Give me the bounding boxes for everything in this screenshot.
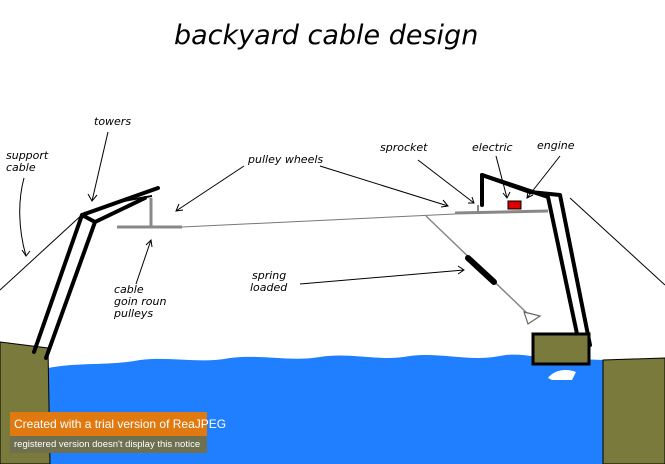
cable-label-line3: pulleys xyxy=(113,307,153,320)
main-cable xyxy=(181,213,456,228)
pulley-wheels-label: pulley wheels xyxy=(247,153,323,166)
left-pulley-wheels xyxy=(117,198,182,229)
splash xyxy=(548,370,576,380)
support-cable-label-line1: support xyxy=(6,149,49,162)
trial-watermark: Created with a trial version of ReaJPEG … xyxy=(10,412,226,453)
right-pulley-wheels xyxy=(454,205,549,215)
watermark-line1: Created with a trial version of ReaJPEG xyxy=(10,412,226,436)
spring-hook xyxy=(523,311,542,325)
sprocket-label: sprocket xyxy=(380,141,428,154)
right-support-cable xyxy=(569,197,665,286)
spring xyxy=(465,255,497,285)
support-cable-label-line2: cable xyxy=(6,161,36,174)
right-tower xyxy=(480,173,592,350)
cable-label-line1: cable xyxy=(114,283,144,296)
left-support-cable xyxy=(0,211,86,291)
spring-label-line2: loaded xyxy=(250,281,288,294)
electric-label: electric xyxy=(472,141,513,154)
left-tower-crossbar xyxy=(117,195,153,203)
towers-label: towers xyxy=(94,115,131,128)
platform-box xyxy=(531,332,591,366)
watermark-line2: registered version doesn't display this … xyxy=(10,436,207,453)
left-tower xyxy=(32,186,160,360)
diagram-title: backyard cable design xyxy=(174,20,478,51)
cable-label-line2: goin roun xyxy=(114,295,166,308)
right-bank xyxy=(602,357,665,464)
electric-engine-box xyxy=(507,200,522,210)
engine-label: engine xyxy=(537,139,575,152)
spring-label-line1: spring xyxy=(252,269,286,282)
label-arrows xyxy=(19,131,561,285)
